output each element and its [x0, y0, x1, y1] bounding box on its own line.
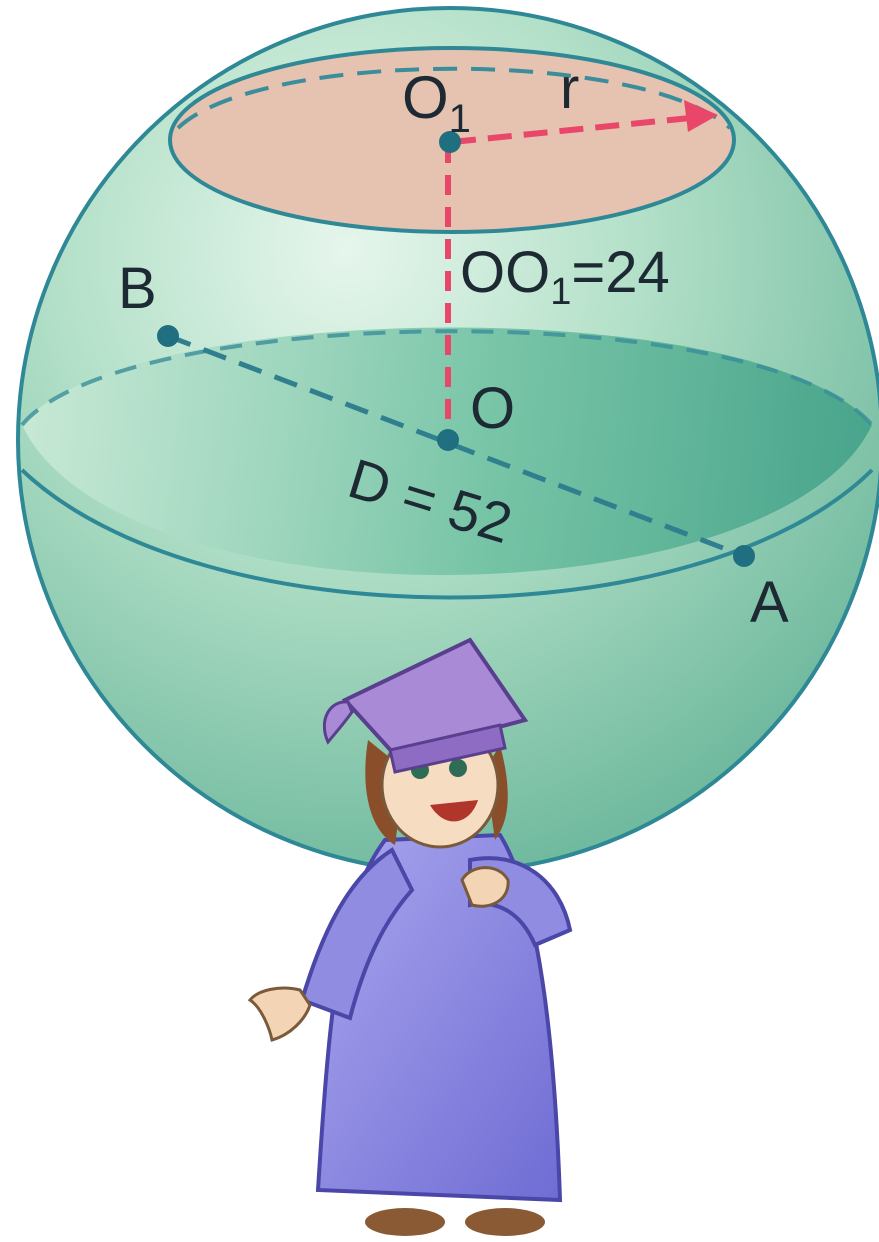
section-back-arc — [176, 66, 732, 130]
student-left-sleeve — [299, 847, 415, 1021]
student-eye-right — [449, 759, 467, 777]
student-cap-tassel — [322, 700, 354, 745]
radius-arrowhead — [684, 100, 718, 132]
student-character — [247, 637, 573, 1236]
label-o1: O1 — [402, 64, 471, 141]
equator-disk — [22, 327, 872, 576]
point-o — [437, 429, 459, 451]
label-a: A — [750, 570, 789, 635]
equator-front-arc — [20, 468, 874, 600]
label-oo1: OO1=24 — [460, 240, 670, 313]
point-b — [157, 325, 179, 347]
student-right-foot — [465, 1208, 545, 1236]
student-mouth — [430, 800, 478, 822]
label-r: r — [560, 56, 579, 121]
point-o1 — [439, 131, 461, 153]
student-right-hand — [460, 866, 510, 908]
radius-r-segment — [451, 115, 691, 145]
student-cap-top — [341, 637, 529, 758]
point-a — [733, 545, 755, 567]
label-b: B — [118, 256, 157, 321]
student-cap-band — [388, 723, 507, 774]
label-o: O — [470, 376, 515, 441]
student-left-foot — [365, 1208, 445, 1236]
student-left-hand — [247, 986, 312, 1042]
equator-back-arc — [20, 329, 874, 427]
